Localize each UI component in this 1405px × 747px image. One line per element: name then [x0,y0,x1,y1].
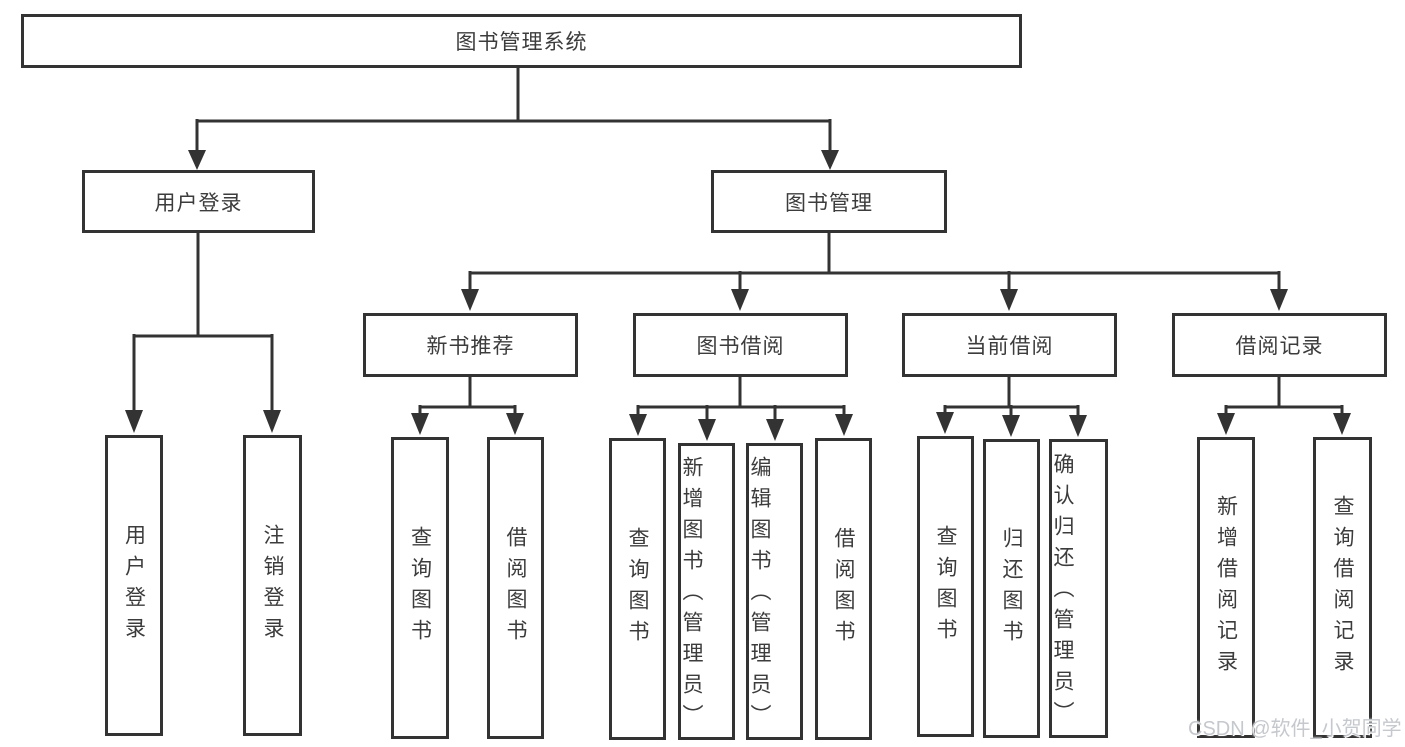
leaf-cb-confirm-return-admin: 确认归还（管理员） [1049,439,1108,738]
node-borrowing-records-label: 借阅记录 [1235,335,1324,358]
leaf-logout: 注销登录 [243,435,302,736]
leaf-cb-return-books-label: 归还图书 [1000,526,1023,651]
leaf-cb-confirm-return-admin-label: 确认归还（管理员） [1051,453,1074,732]
arrowhead-cb-return [1002,415,1020,437]
arrowhead-borrow-records [1270,289,1288,311]
arrowhead-cb-confirm [1069,415,1087,437]
leaf-nb-borrow-books: 借阅图书 [487,437,544,739]
connector-new-book-rec-children [418,377,517,415]
node-borrowing-records: 借阅记录 [1172,313,1387,377]
leaf-bb-edit-books-admin-label: 编辑图书（管理员） [748,456,771,735]
node-root-system: 图书管理系统 [21,14,1022,68]
connector-root-to-level2 [195,68,832,152]
leaf-nb-query-books: 查询图书 [391,437,449,739]
arrowhead-user-login [188,150,206,170]
leaf-user-login: 用户登录 [105,435,163,736]
leaf-user-login-label: 用户登录 [122,523,146,648]
node-new-book-recommend: 新书推荐 [363,313,578,377]
node-book-management: 图书管理 [711,170,947,233]
arrowhead-bb-query [629,414,647,436]
leaf-br-add-record-label: 新增借阅记录 [1214,494,1238,681]
node-root-label: 图书管理系统 [455,31,588,54]
leaf-nb-borrow-books-label: 借阅图书 [504,526,527,650]
leaf-bb-borrow-books: 借阅图书 [815,438,872,740]
node-current-borrowing: 当前借阅 [902,313,1117,377]
leaf-bb-edit-books-admin: 编辑图书（管理员） [746,443,803,740]
connector-borrow-records-children [1224,377,1344,415]
node-book-borrowing: 图书借阅 [633,313,848,377]
arrowhead-bb-add [698,419,716,441]
arrowhead-ul-login [125,410,143,433]
leaf-bb-query-books: 查询图书 [609,438,666,740]
arrowhead-nb-query [411,413,429,435]
arrowhead-cb-query [936,412,954,434]
leaf-br-add-record: 新增借阅记录 [1197,437,1255,738]
node-current-borrowing-label: 当前借阅 [965,335,1054,358]
node-user-login: 用户登录 [82,170,315,233]
arrowhead-book-borrow [731,289,749,311]
arrowhead-ul-logout [263,410,281,433]
leaf-br-query-record-label: 查询借阅记录 [1331,494,1354,681]
leaf-bb-add-books-admin: 新增图书（管理员） [678,443,735,740]
leaf-cb-query-books: 查询图书 [917,436,974,737]
arrowhead-bb-borrow [835,414,853,436]
leaf-nb-query-books-label: 查询图书 [408,526,432,650]
arrowhead-book-mgmt [821,150,839,170]
leaf-cb-return-books: 归还图书 [983,439,1040,738]
node-book-management-label: 图书管理 [785,191,873,215]
arrowhead-br-add [1217,413,1235,435]
node-book-borrowing-label: 图书借阅 [696,335,785,358]
connector-book-mgmt-children [468,233,1281,291]
leaf-bb-add-books-admin-label: 新增图书（管理员） [680,456,703,735]
leaf-bb-query-books-label: 查询图书 [626,527,649,651]
arrowhead-bb-edit [766,419,784,441]
leaf-bb-borrow-books-label: 借阅图书 [832,527,855,651]
arrowhead-current-borrow [1000,289,1018,311]
node-new-book-recommend-label: 新书推荐 [426,335,515,358]
node-user-login-label: 用户登录 [154,191,243,215]
leaf-cb-query-books-label: 查询图书 [934,524,957,649]
connector-current-borrow-children [943,377,1080,417]
leaf-logout-label: 注销登录 [261,523,284,648]
arrowhead-nb-borrow [506,413,524,435]
csdn-watermark: CSDN @软件_小贺同学 [1188,718,1402,740]
connector-book-borrow-children [636,377,846,420]
connector-user-login-children [132,233,274,412]
arrowhead-new-book-rec [461,289,479,311]
arrowhead-br-query [1333,413,1351,435]
leaf-br-query-record: 查询借阅记录 [1313,437,1372,738]
